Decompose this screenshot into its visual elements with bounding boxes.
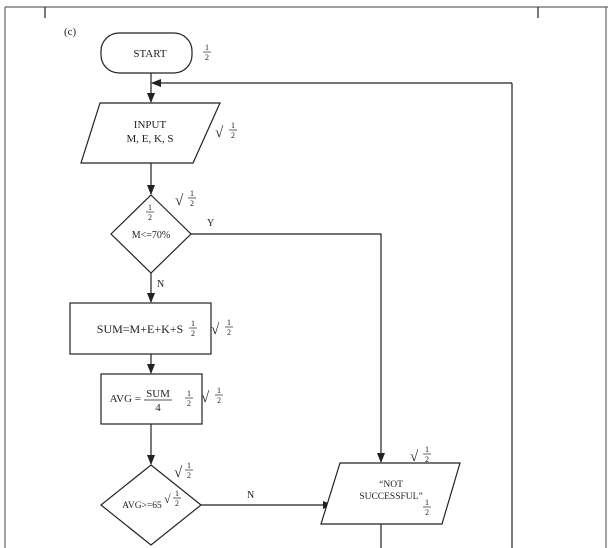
sum-process xyxy=(69,302,212,355)
edge-no-1-label: N xyxy=(157,279,164,290)
edge-no-2-label: N xyxy=(247,490,254,501)
svg-text:√: √ xyxy=(211,322,220,338)
decision-1-label: M<=70% xyxy=(132,230,171,241)
edge-yes-label: Y xyxy=(207,218,214,229)
edge-yes xyxy=(191,233,385,463)
svg-text:1: 1 xyxy=(191,319,195,328)
mark-half: 1 2 xyxy=(423,498,431,517)
input-parallelogram xyxy=(80,102,221,164)
svg-text:2: 2 xyxy=(205,53,209,62)
start-label: START xyxy=(133,48,167,60)
avg-process xyxy=(100,373,203,425)
svg-text:1: 1 xyxy=(425,445,429,454)
mark-check-half: √ 1 2 xyxy=(215,121,237,141)
start-terminal xyxy=(100,32,193,74)
mark-check-half: √ 1 2 xyxy=(174,461,193,481)
mark-half: 1 2 xyxy=(185,389,193,408)
svg-text:2: 2 xyxy=(425,455,429,464)
mark-check-half: √ 1 2 xyxy=(164,489,181,508)
svg-text:1: 1 xyxy=(187,389,191,398)
mark-half: 1 2 xyxy=(203,43,211,62)
svg-text:2: 2 xyxy=(425,508,429,517)
decision-2-diamond xyxy=(100,464,202,546)
avg-label-den: 4 xyxy=(155,402,161,414)
svg-text:1: 1 xyxy=(148,203,152,212)
svg-text:√: √ xyxy=(201,390,210,406)
avg-label-num: SUM xyxy=(146,388,170,400)
svg-text:1: 1 xyxy=(205,43,209,52)
output-label-2: SUCCESSFUL” xyxy=(359,492,422,502)
svg-text:1: 1 xyxy=(217,386,221,395)
svg-text:1: 1 xyxy=(425,498,429,507)
mark-check-half: √ 1 2 xyxy=(201,386,223,406)
decision-2-label: AVG>=65 xyxy=(122,501,162,511)
page-frame xyxy=(4,6,608,548)
svg-text:2: 2 xyxy=(148,213,152,222)
svg-text:√: √ xyxy=(215,125,224,141)
part-label: (c) xyxy=(64,26,77,38)
mark-check-half: √ 1 2 xyxy=(211,318,233,338)
mark-check-half: √ 1 2 xyxy=(175,189,196,209)
svg-text:√: √ xyxy=(174,465,183,481)
svg-text:1: 1 xyxy=(231,121,235,130)
svg-text:√: √ xyxy=(164,492,171,506)
output-parallelogram xyxy=(320,462,461,525)
svg-text:2: 2 xyxy=(187,471,191,480)
svg-text:2: 2 xyxy=(190,199,194,208)
svg-text:2: 2 xyxy=(227,328,231,337)
mark-half: 1 2 xyxy=(146,203,154,222)
sum-label: SUM=M+E+K+S xyxy=(97,322,183,336)
svg-text:1: 1 xyxy=(227,318,231,327)
output-label-1: “NOT xyxy=(379,480,403,490)
svg-text:2: 2 xyxy=(231,131,235,140)
svg-text:1: 1 xyxy=(175,489,179,498)
svg-text:2: 2 xyxy=(175,499,179,508)
svg-text:√: √ xyxy=(175,193,184,209)
input-label-1: INPUT xyxy=(134,119,167,131)
svg-text:2: 2 xyxy=(191,329,195,338)
mark-check-half: √ 1 2 xyxy=(410,445,431,465)
svg-text:2: 2 xyxy=(187,399,191,408)
avg-label-lhs: AVG = xyxy=(110,393,141,405)
svg-text:√: √ xyxy=(410,449,419,465)
svg-text:1: 1 xyxy=(190,189,194,198)
svg-text:2: 2 xyxy=(217,396,221,405)
mark-half: 1 2 xyxy=(189,319,197,338)
svg-text:1: 1 xyxy=(187,461,191,470)
input-label-2: M, E, K, S xyxy=(126,133,173,145)
